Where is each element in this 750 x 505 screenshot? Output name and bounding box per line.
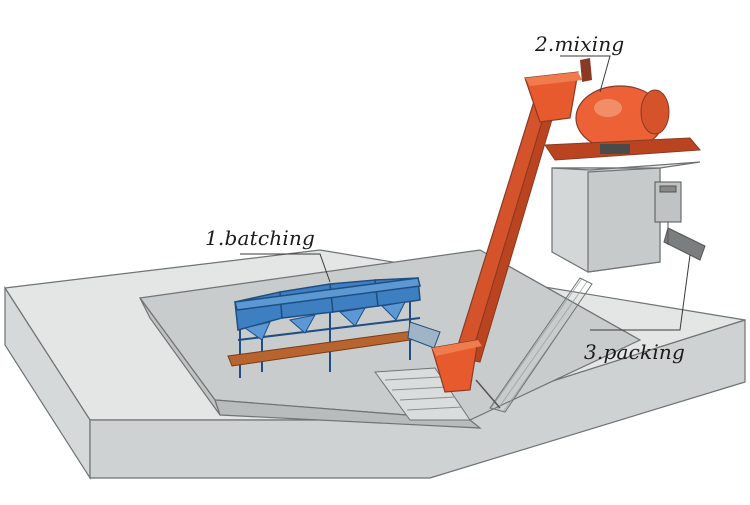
packing-label: 3.packing — [584, 340, 686, 364]
mixer-unit — [524, 58, 702, 161]
mixer-tower — [551, 161, 701, 273]
mixing-label: 2.mixing — [535, 32, 625, 56]
leader-lines — [240, 55, 691, 331]
packing-machine — [654, 181, 706, 261]
batching-label: 1.batching — [205, 226, 316, 250]
bucket-elevator — [431, 97, 557, 409]
stairway — [374, 277, 593, 421]
batching-machine — [227, 277, 441, 378]
